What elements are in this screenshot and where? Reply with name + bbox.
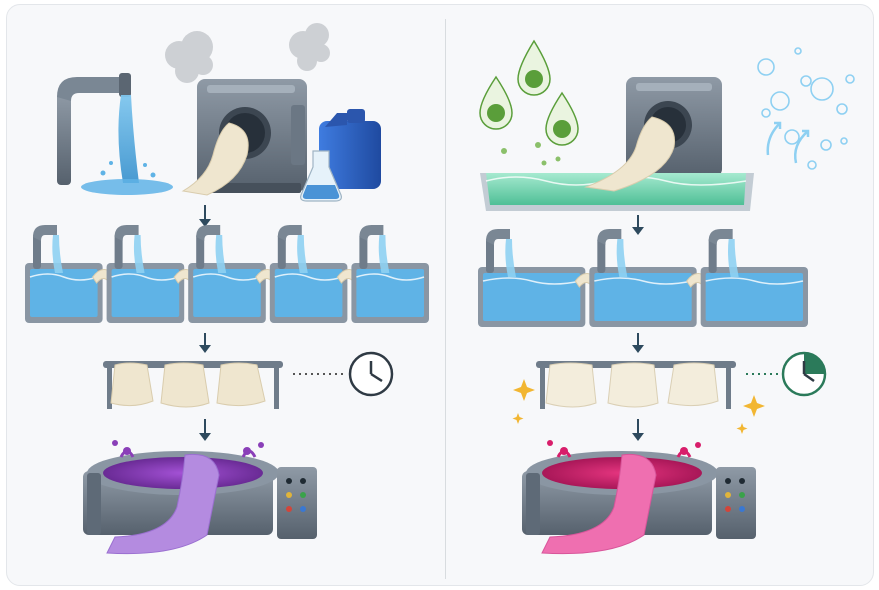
clock-icon: [783, 353, 825, 395]
pretreatment-step: [57, 23, 381, 201]
rinse-bath: [589, 229, 696, 327]
rinse-bath: [188, 225, 266, 323]
rinse-step: [478, 229, 808, 327]
control-panel-icon: [277, 467, 317, 539]
rinse-bath: [351, 225, 429, 323]
drying-step: [513, 353, 826, 434]
water-puddle: [81, 179, 173, 195]
rinse-step: [25, 225, 429, 323]
steam-cloud-icon: [165, 23, 330, 83]
flow-arrow-1: [632, 215, 644, 235]
left-process-diagram: [7, 5, 445, 585]
enzyme-pretreatment-step: [480, 41, 854, 211]
dyeing-step: [522, 440, 756, 554]
rinse-bath: [107, 225, 185, 323]
flow-arrow-3: [199, 419, 211, 441]
comparison-frame: [6, 4, 874, 586]
left-process-panel: [7, 5, 445, 585]
flow-arrow-3: [632, 419, 644, 441]
drying-step: [103, 353, 392, 409]
rinse-bath: [478, 229, 585, 327]
drying-rack-icon: [103, 361, 283, 409]
water-stream: [118, 95, 139, 183]
rinse-bath: [701, 229, 808, 327]
bubbles-icon: [758, 48, 854, 169]
rinse-bath: [25, 225, 103, 323]
dyeing-step: [83, 440, 317, 554]
flow-arrow-2: [199, 333, 211, 353]
flow-arrow-1: [199, 205, 211, 227]
right-process-diagram: [446, 5, 873, 585]
flow-arrow-2: [632, 333, 644, 353]
drying-rack-icon: [536, 361, 736, 409]
clock-progress-wedge: [804, 353, 825, 374]
control-panel-icon: [716, 467, 756, 539]
tap-icon: [57, 73, 173, 195]
clock-icon: [350, 353, 392, 395]
right-process-panel: [446, 5, 873, 585]
enzyme-drop-icon: [480, 41, 578, 166]
rinse-bath: [270, 225, 348, 323]
